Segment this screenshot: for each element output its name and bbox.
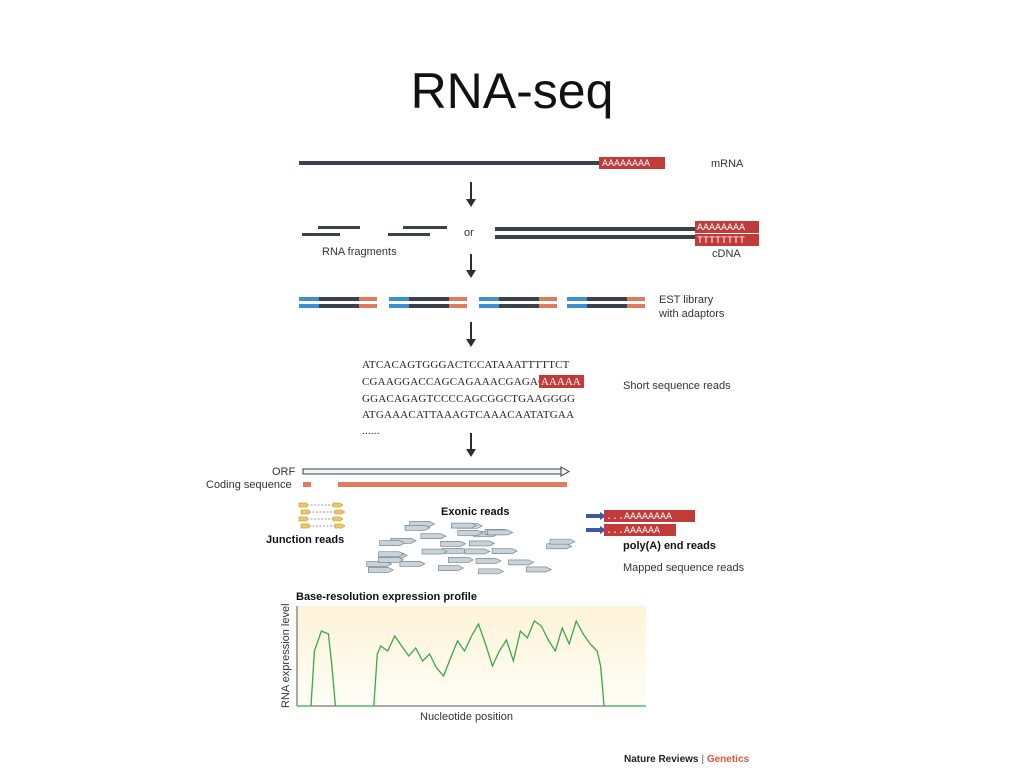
exonic-read [448, 557, 475, 563]
mrna-label: mRNA [711, 158, 744, 170]
exonic-read [487, 529, 514, 536]
mrna-strand [299, 161, 599, 165]
exonic-read [420, 533, 447, 539]
coding-segment [338, 482, 567, 487]
slide-title: RNA-seq [410, 63, 614, 119]
exonic-read [440, 541, 467, 547]
journal-name: Nature Reviews [624, 754, 699, 765]
cdna-polyt-box [695, 234, 759, 246]
junction-read [298, 516, 344, 522]
cdna-strand-top [495, 227, 695, 231]
cdna-polya-box [695, 221, 759, 233]
x-axis-label: Nucleotide position [420, 711, 513, 723]
rna-fragment [388, 233, 430, 236]
plot-background [297, 606, 646, 706]
down-arrow-icon [466, 254, 476, 278]
polya-end-read: ...AAAAAA [586, 524, 676, 537]
est-library-label-2: with adaptors [658, 308, 725, 320]
sequence-polya-highlight [539, 375, 584, 388]
exonic-read [457, 530, 484, 536]
exonic-read [421, 548, 448, 555]
rna-fragment [318, 226, 360, 229]
mrna-step: AAAAAAAA mRNA [299, 157, 744, 170]
mapped-reads-label: Mapped sequence reads [623, 562, 745, 574]
down-arrow-icon [466, 433, 476, 457]
exonic-read [478, 568, 505, 575]
coding-sequence-label: Coding sequence [206, 479, 292, 491]
exonic-read [378, 551, 405, 557]
est-library-step: EST library with adaptors [299, 294, 725, 320]
est-fragment [299, 297, 377, 308]
fragmentation-step: RNA fragments or AAAAAAAA TTTTTTTT cDNA [302, 221, 759, 260]
exonic-read [508, 559, 535, 566]
mrna-polya-text: AAAAAAAA [602, 159, 650, 170]
expression-profile-line [297, 619, 646, 707]
polya-end-reads-label: poly(A) end reads [623, 540, 716, 552]
exonic-read [379, 540, 406, 546]
junction-read [300, 523, 346, 529]
svg-text:...AAAAAA: ...AAAAAA [606, 526, 660, 537]
expression-profile-chart: Base-resolution expression profile RNA e… [280, 591, 646, 723]
cdna-polyt-text: TTTTTTTT [697, 236, 745, 247]
short-reads-label: Short sequence reads [623, 380, 731, 392]
svg-text:...AAAAAAAA: ...AAAAAAAA [606, 512, 672, 523]
or-label: or [464, 227, 474, 239]
sequence-read: ATGAAACATTAAAGTCAAACAATATGAA [362, 409, 574, 421]
exonic-read [475, 558, 502, 564]
exonic-reads-label: Exonic reads [441, 506, 509, 518]
exonic-read [399, 561, 426, 567]
sequence-read: GGACAGAGTCCCCAGCGGCTGAAGGGG [362, 393, 575, 405]
est-fragment [389, 297, 467, 308]
cdna-polya-text: AAAAAAAA [697, 223, 745, 234]
cdna-label: cDNA [712, 248, 741, 260]
credit-separator: | [698, 754, 706, 765]
est-fragment [479, 297, 557, 308]
coding-segment [303, 482, 311, 487]
exonic-reads-cloud [366, 521, 576, 575]
exonic-read [450, 522, 477, 529]
exonic-read [367, 567, 394, 573]
exonic-read [469, 540, 495, 547]
sequence-reads-step: ATCACAGTGGGACTCCATAAATTTTTCT CGAAGGACCAG… [362, 359, 731, 437]
orf-arrow [302, 466, 571, 477]
exonic-read [546, 543, 573, 550]
junction-read [300, 509, 346, 515]
down-arrow-icon [466, 182, 476, 207]
orf-label: ORF [272, 466, 296, 478]
mrna-polya-box [599, 157, 665, 169]
sequence-read: ATCACAGTGGGACTCCATAAATTTTTCT [362, 359, 570, 371]
junction-read [298, 502, 344, 508]
rna-fragment [302, 233, 340, 236]
junction-reads-label: Junction reads [266, 534, 344, 546]
journal-section: Genetics [707, 754, 750, 765]
chart-title: Base-resolution expression profile [296, 591, 477, 603]
journal-credit: Nature Reviews | Genetics [624, 754, 750, 765]
sequence-polya-text: AAAAA [541, 376, 581, 388]
est-fragment [567, 297, 645, 308]
est-library-label: EST library [659, 294, 714, 306]
rna-fragments-label: RNA fragments [322, 246, 397, 258]
polya-end-read: ...AAAAAAAA [586, 510, 695, 523]
exonic-read [378, 557, 405, 563]
exonic-read [491, 548, 518, 554]
exonic-read [525, 566, 552, 573]
junction-reads-cluster [298, 502, 346, 529]
exonic-read [442, 548, 469, 554]
rna-fragment [403, 226, 447, 229]
y-axis-label: RNA expression level [280, 603, 292, 708]
exonic-read [438, 565, 465, 571]
exonic-read [464, 548, 491, 555]
exonic-read [404, 524, 431, 531]
sequence-read: CGAAGGACCAGCAGAAACGAGAG [362, 376, 546, 388]
sequence-ellipsis: ...... [362, 425, 380, 437]
mapping-step: ORF Coding sequence Exonic reads Junctio… [206, 466, 745, 575]
cdna-strand-bottom [495, 235, 695, 239]
down-arrow-icon [466, 322, 476, 347]
exonic-read [549, 538, 576, 545]
